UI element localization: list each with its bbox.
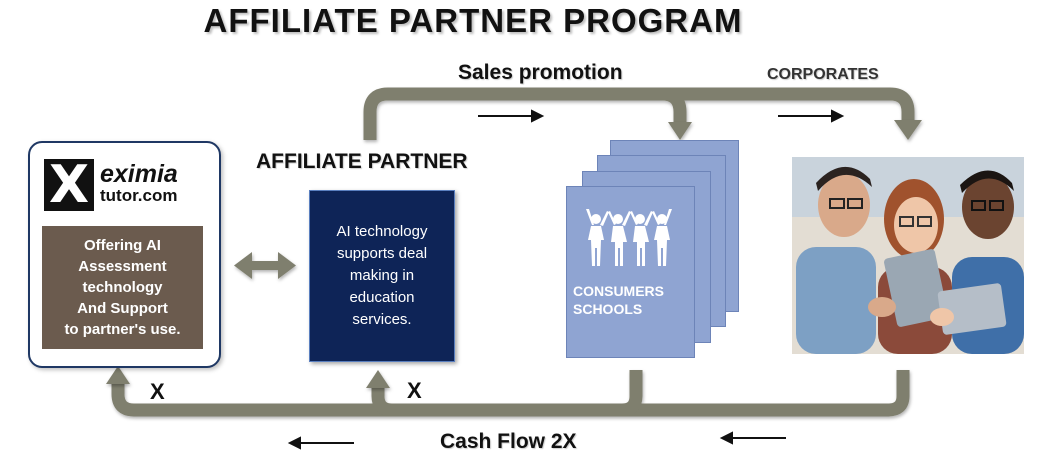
- corporates-label: CORPORATES: [767, 66, 879, 83]
- double-arrow-left: [234, 252, 252, 279]
- sales-promotion-flow: [363, 87, 915, 140]
- people-with-tablets-photo: [792, 157, 1024, 354]
- eximia-offer-box: Offering AI Assessment technology And Su…: [42, 226, 203, 349]
- double-arrow-shaft: [248, 261, 284, 270]
- cash-flow-label: Cash Flow 2X: [440, 430, 577, 453]
- double-arrow-right: [278, 252, 296, 279]
- consumers-schools-label: CONSUMERS SCHOOLS: [573, 283, 665, 317]
- eximia-logo-domain: tutor.com: [100, 186, 178, 205]
- sales-promotion-label: Sales promotion: [458, 61, 623, 84]
- arrowhead-eximia: [106, 366, 130, 384]
- arrowhead-schools: [668, 122, 692, 140]
- cash-branch-schools: [621, 370, 643, 417]
- eximia-logo-icon: X: [44, 159, 94, 211]
- affiliate-partner-label: AFFILIATE PARTNER: [256, 150, 468, 173]
- page-title: AFFILIATE PARTNER PROGRAM: [203, 2, 743, 39]
- eximia-card: X eximia tutor.com Offering AI Assessmen…: [28, 141, 221, 368]
- people-group-icon: [586, 209, 672, 266]
- x-mark-eximia: X: [150, 379, 165, 404]
- cash-flow-line: [111, 370, 910, 417]
- cash-branch-affiliate: [371, 386, 393, 417]
- sales-branch-schools: [661, 87, 687, 124]
- affiliate-ai-box: AI technology supports deal making in ed…: [309, 190, 455, 362]
- eximia-logo-text: eximia: [100, 160, 178, 188]
- arrowhead-corporates: [894, 120, 922, 140]
- arrowhead-affiliate: [366, 370, 390, 388]
- x-mark-affiliate: X: [407, 378, 422, 403]
- sheet-front: [566, 186, 695, 358]
